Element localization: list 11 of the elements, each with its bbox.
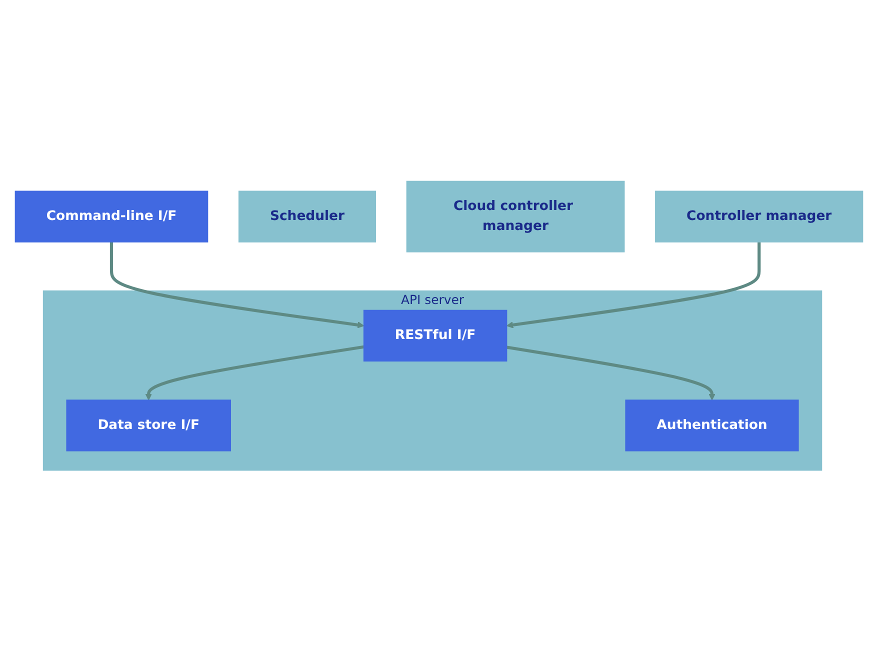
arrow <box>110 242 364 329</box>
arrow <box>145 346 364 401</box>
arrow <box>506 242 761 329</box>
node-box: Data store I/F <box>66 400 231 452</box>
node-box: Cloud controller manager <box>406 181 625 253</box>
arrow <box>506 346 716 401</box>
node-box: Controller manager <box>655 190 864 243</box>
node-box: Command-line I/F <box>14 190 208 243</box>
node-box: RESTful I/F <box>363 310 508 362</box>
node-box: Authentication <box>625 400 799 452</box>
node-box: Scheduler <box>238 190 376 243</box>
